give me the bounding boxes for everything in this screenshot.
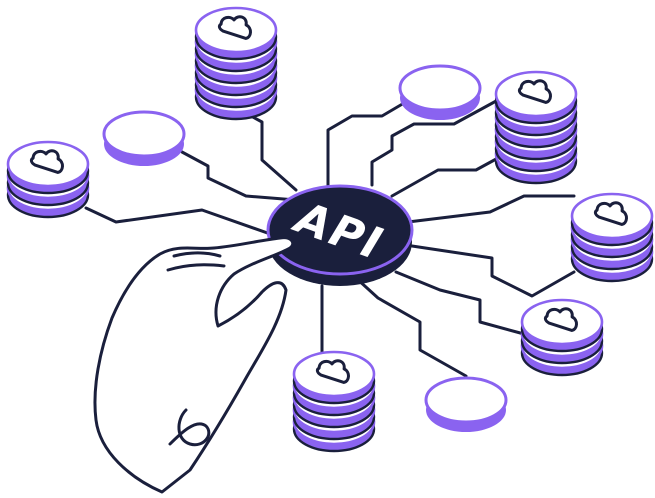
disc-left	[102, 110, 186, 166]
connector-right-stack-b	[410, 244, 576, 298]
connector-left-disc	[180, 150, 298, 202]
connector-right-stack-a	[406, 194, 576, 224]
stack-lower-right	[520, 298, 604, 377]
cloud-icon	[543, 307, 578, 332]
hand-palm	[93, 236, 295, 494]
database-stacks	[6, 6, 654, 453]
api-hub[interactable]: API	[266, 184, 414, 286]
stack-left	[6, 140, 90, 219]
stack-bottom	[292, 350, 376, 453]
connector-lower-right-stack	[394, 270, 526, 336]
cloud-icon	[517, 79, 552, 104]
connector-top-left-stack	[234, 106, 298, 192]
stack-right	[570, 192, 654, 283]
disc-top	[398, 64, 482, 120]
cloud-icon	[593, 201, 628, 226]
connector-bottom-disc	[354, 276, 468, 378]
cloud-icon	[29, 149, 64, 174]
stack-top-right	[494, 70, 578, 185]
hand-illustration	[93, 236, 295, 494]
hand-sleeve-curl	[168, 408, 211, 447]
hand-finger-line-1	[172, 251, 222, 258]
hand-finger-line-2	[166, 263, 226, 272]
connector-top-small-disc	[326, 94, 418, 187]
disc-bottom	[424, 376, 508, 432]
connector-left-stack	[84, 206, 278, 238]
cloud-icon	[217, 15, 252, 40]
connection-lines	[84, 94, 576, 378]
connector-top-right-stack-a	[370, 98, 500, 187]
cloud-icon	[315, 359, 350, 384]
stack-top-left	[194, 6, 278, 121]
connector-top-right-stack-b	[390, 156, 500, 198]
